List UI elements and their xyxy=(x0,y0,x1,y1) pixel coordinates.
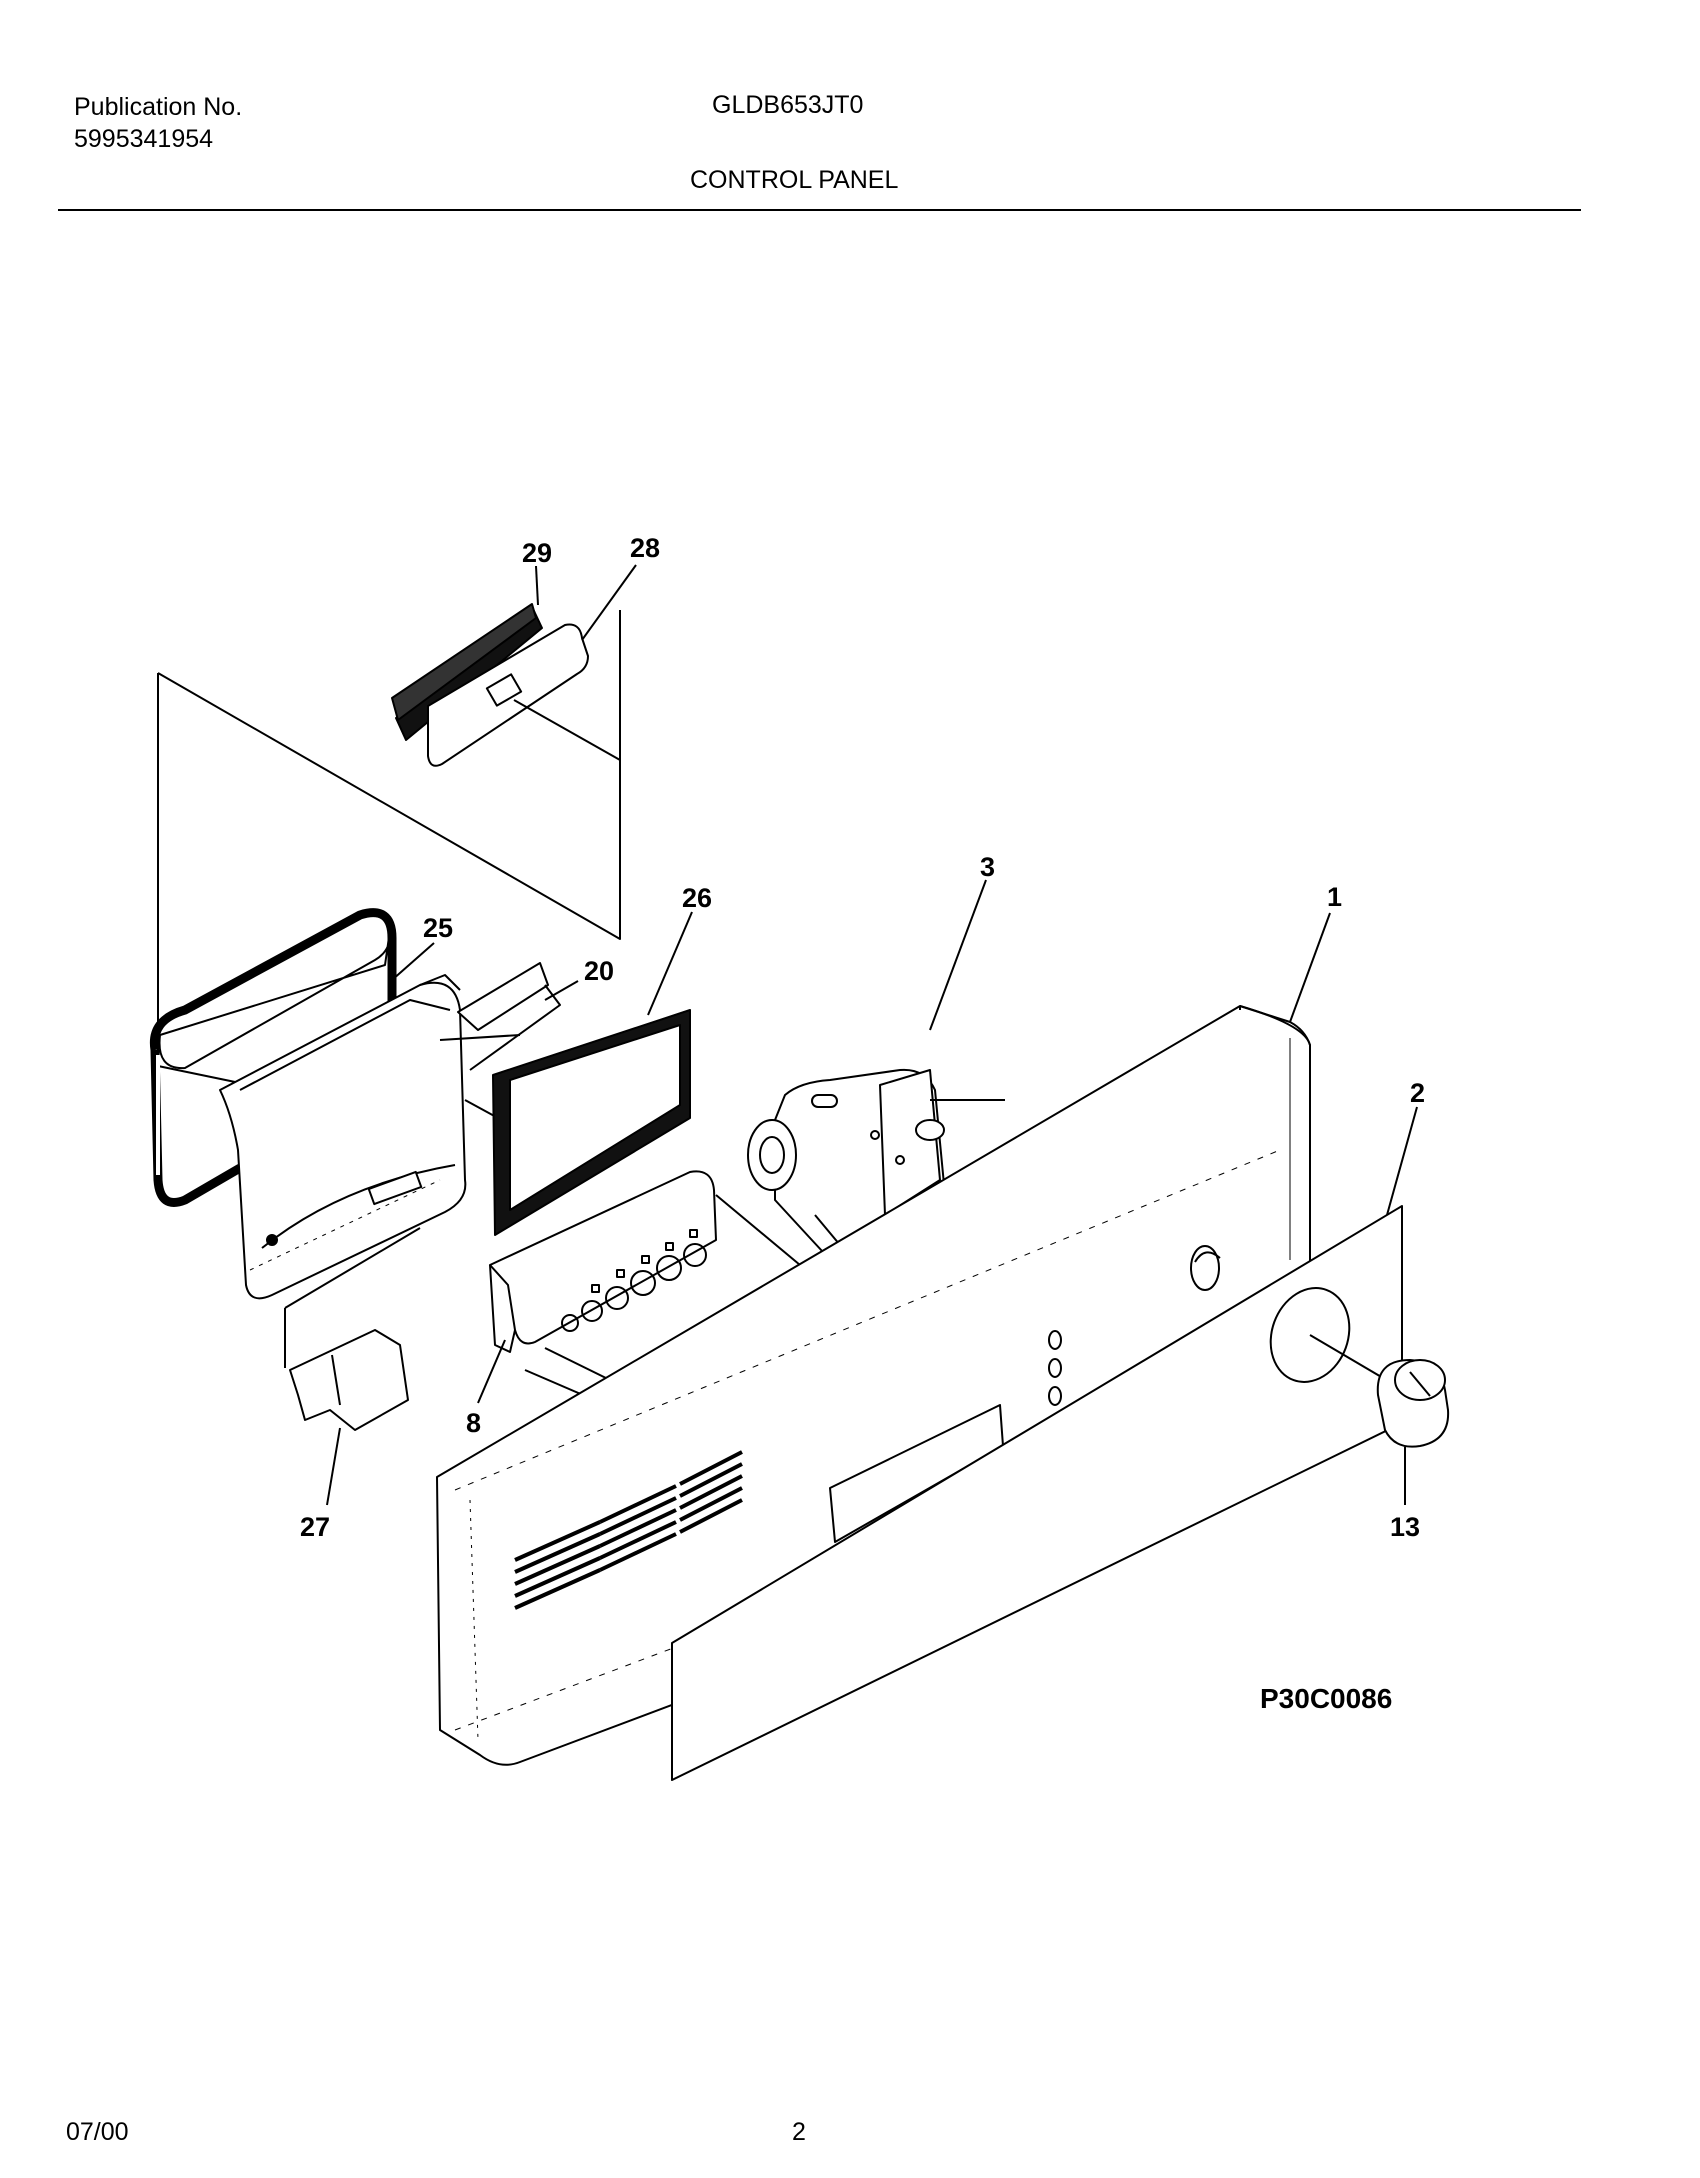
part-20-strip xyxy=(457,962,561,1071)
part-27-connector xyxy=(284,1227,421,1431)
drawing-code: P30C0086 xyxy=(1260,1683,1392,1714)
callout-20: 20 xyxy=(584,956,614,986)
callout-8: 8 xyxy=(466,1408,481,1438)
rear-sheet xyxy=(157,610,621,1084)
part-28-bracket xyxy=(427,623,621,767)
footer-page-number: 2 xyxy=(792,2118,806,2146)
dispenser-housing xyxy=(219,974,521,1300)
part-25-gasket xyxy=(149,908,397,1207)
callout-2: 2 xyxy=(1410,1078,1425,1108)
callout-13: 13 xyxy=(1390,1512,1420,1542)
part-8-switch-board xyxy=(489,1170,801,1399)
callout-3: 3 xyxy=(980,852,995,882)
part-26-window xyxy=(492,1009,691,1236)
footer-date: 07/00 xyxy=(66,2118,129,2146)
model-number: GLDB653JT0 xyxy=(712,91,864,119)
callout-28: 28 xyxy=(630,533,660,563)
callout-1: 1 xyxy=(1327,882,1342,912)
header-rule xyxy=(58,209,1581,211)
publication-label: Publication No. xyxy=(74,93,243,121)
callout-29: 29 xyxy=(522,538,552,568)
callout-26: 26 xyxy=(682,883,712,913)
section-title: CONTROL PANEL xyxy=(690,166,899,194)
part-1-control-panel xyxy=(436,1005,1311,1766)
part-13-knob xyxy=(1376,1359,1450,1505)
publication-number: 5995341954 xyxy=(74,125,214,153)
callout-25: 25 xyxy=(423,913,453,943)
callout-27: 27 xyxy=(300,1512,330,1542)
leader-lines xyxy=(326,564,1418,1506)
